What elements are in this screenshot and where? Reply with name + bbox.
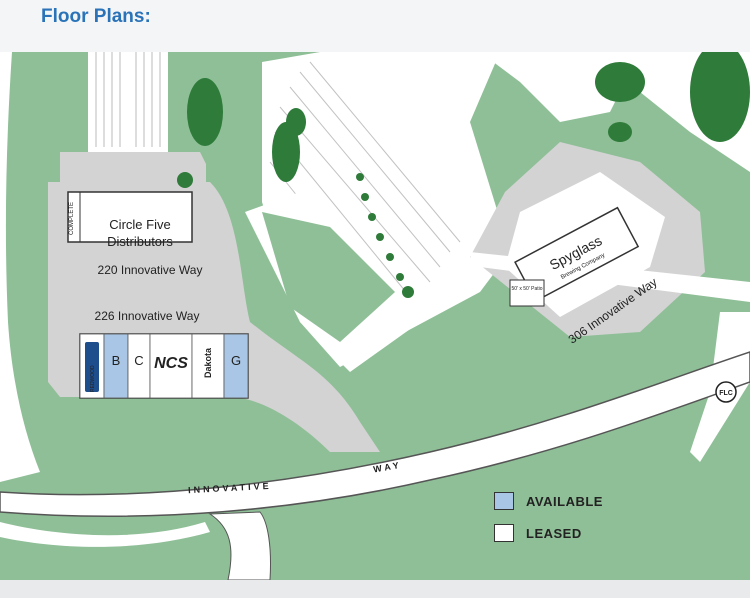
address-226: 226 Innovative Way (95, 309, 200, 323)
header-band (0, 0, 750, 52)
road-lower-left (0, 522, 210, 547)
building-220-outline (67, 191, 193, 243)
road-name-way: WAY (372, 460, 402, 475)
flc-badge-text: FLC (719, 390, 733, 397)
circle-five-line1: Circle Five (109, 217, 170, 232)
legend-item-available: AVAILABLE (494, 490, 674, 512)
ncs-logo-text: NCS (154, 355, 188, 372)
unit-ncs[interactable] (149, 333, 193, 399)
dakota-logo-text: Dakota (203, 347, 213, 378)
patio-label: 50' x 50' Patio (511, 286, 542, 292)
building-226[interactable]: REDWOOD B C NCS Dakota G (79, 333, 249, 399)
site-map[interactable]: COMPLETE Circle Five Distributors 220 In… (0, 52, 750, 580)
left-path (0, 52, 40, 482)
unit-b-label: B (112, 353, 121, 368)
redwood-logo (85, 342, 99, 392)
legend-swatch-leased (494, 524, 514, 542)
unit-dakota[interactable] (191, 333, 225, 399)
legend-label-available: AVAILABLE (526, 493, 603, 509)
footer-band (0, 580, 750, 598)
legend-item-leased: LEASED (494, 522, 674, 544)
map-legend: AVAILABLE LEASED (494, 490, 674, 550)
road-name-innovative: INNOVATIVE (188, 481, 272, 495)
tree-clusters (177, 52, 750, 298)
building-220[interactable]: COMPLETE Circle Five Distributors (67, 191, 193, 249)
road-branch (208, 511, 271, 580)
address-220: 220 Innovative Way (98, 263, 203, 277)
site-map-svg: COMPLETE Circle Five Distributors 220 In… (0, 52, 750, 580)
parking-lot-top-left (88, 52, 168, 152)
flc-badge (715, 381, 737, 403)
unit-g-label: G (231, 353, 241, 368)
redwood-logo-text: REDWOOD (90, 365, 96, 392)
complete-logo-text: COMPLETE (69, 202, 75, 235)
unit-b[interactable] (103, 333, 129, 399)
parking-stripes-top-left (95, 52, 161, 147)
innovative-way-road (0, 351, 750, 518)
circle-five-line2: Distributors (107, 234, 173, 249)
unit-g[interactable] (223, 333, 249, 399)
page-title: Floor Plans: (41, 6, 151, 27)
legend-swatch-available (494, 492, 514, 510)
legend-label-leased: LEASED (526, 525, 582, 541)
building-306[interactable]: Spyglass Brewing Company (514, 206, 640, 303)
parking-lot-upper-right (480, 52, 640, 122)
grass-island (262, 212, 395, 342)
unit-c-label: C (134, 353, 143, 368)
patio-box (509, 279, 545, 307)
